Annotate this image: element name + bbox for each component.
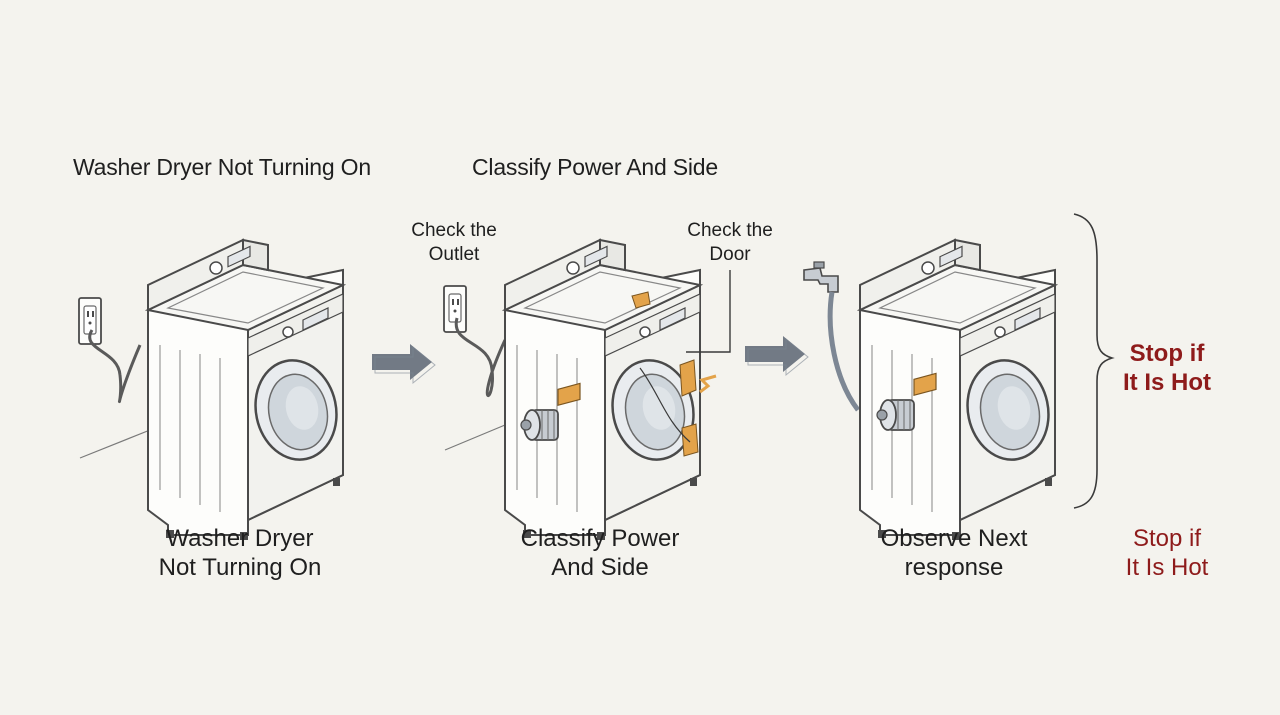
flow-arrow-icon [744, 335, 809, 376]
floor-line-1 [79, 429, 151, 459]
washer-dryer-icon [503, 238, 704, 542]
bracket-icon [1073, 213, 1115, 509]
hose-icon [827, 291, 860, 412]
callout-check-door: Check the Door [687, 220, 773, 265]
washer-dryer-icon [146, 238, 347, 542]
caption-step3: Observe Next response [880, 525, 1028, 581]
flow-arrow-icon [371, 343, 436, 384]
hinge-highlight [681, 423, 699, 457]
water-tap-icon [803, 261, 839, 293]
door-swing-line [639, 367, 691, 443]
caption-step2: Classify Power And Side [520, 525, 680, 581]
heading-step1: Washer Dryer Not Turning On [73, 154, 371, 180]
floor-line-2 [444, 424, 506, 451]
warning-side: Stop if It Is Hot [1123, 340, 1211, 396]
power-cord [454, 317, 507, 397]
door-callout-line [686, 270, 731, 353]
callout-check-outlet: Check the Outlet [411, 220, 497, 265]
washer-dryer-icon [858, 238, 1059, 542]
heading-step2: Classify Power And Side [472, 154, 718, 180]
latch-highlight [679, 359, 697, 397]
panel-highlight [631, 291, 651, 309]
warning-bottom: Stop if It Is Hot [1125, 525, 1209, 581]
door-pointer-arrow [699, 374, 717, 394]
caption-step1: Washer Dryer Not Turning On [158, 525, 322, 581]
power-cord [88, 329, 142, 403]
